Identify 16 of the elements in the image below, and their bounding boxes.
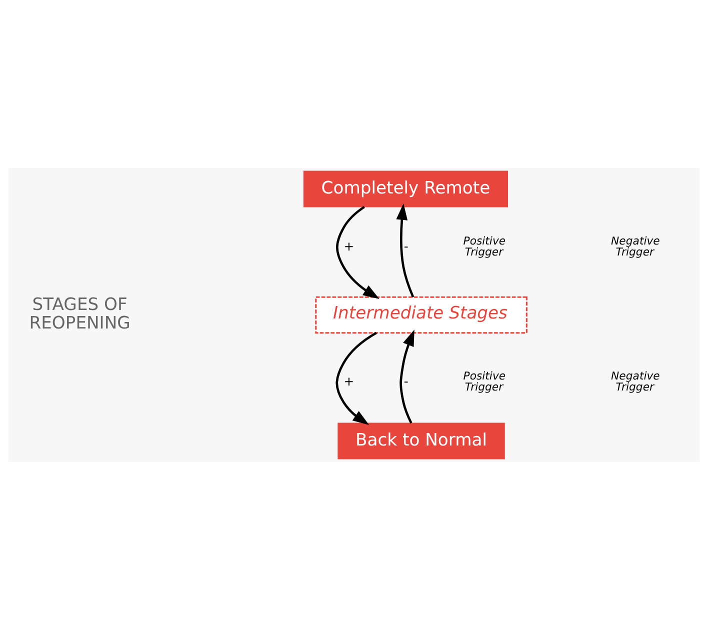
arrow	[336, 331, 377, 425]
arrow	[336, 205, 380, 298]
arrow	[400, 329, 414, 423]
arrow	[396, 203, 414, 298]
edge-label: +	[344, 238, 354, 253]
label: Positive Trigger	[463, 369, 506, 394]
label: STAGES OF REOPENING	[29, 294, 130, 334]
edge-label: +	[344, 373, 354, 388]
label: Negative Trigger	[611, 369, 660, 394]
label: Positive Trigger	[463, 234, 506, 258]
edge-label: -	[404, 373, 408, 388]
edge-label: -	[404, 238, 408, 253]
node-box: Intermediate Stages	[315, 296, 528, 334]
node-box: Back to Normal	[338, 422, 505, 459]
label: Negative Trigger	[611, 234, 660, 258]
node-box: Completely Remote	[303, 170, 508, 207]
